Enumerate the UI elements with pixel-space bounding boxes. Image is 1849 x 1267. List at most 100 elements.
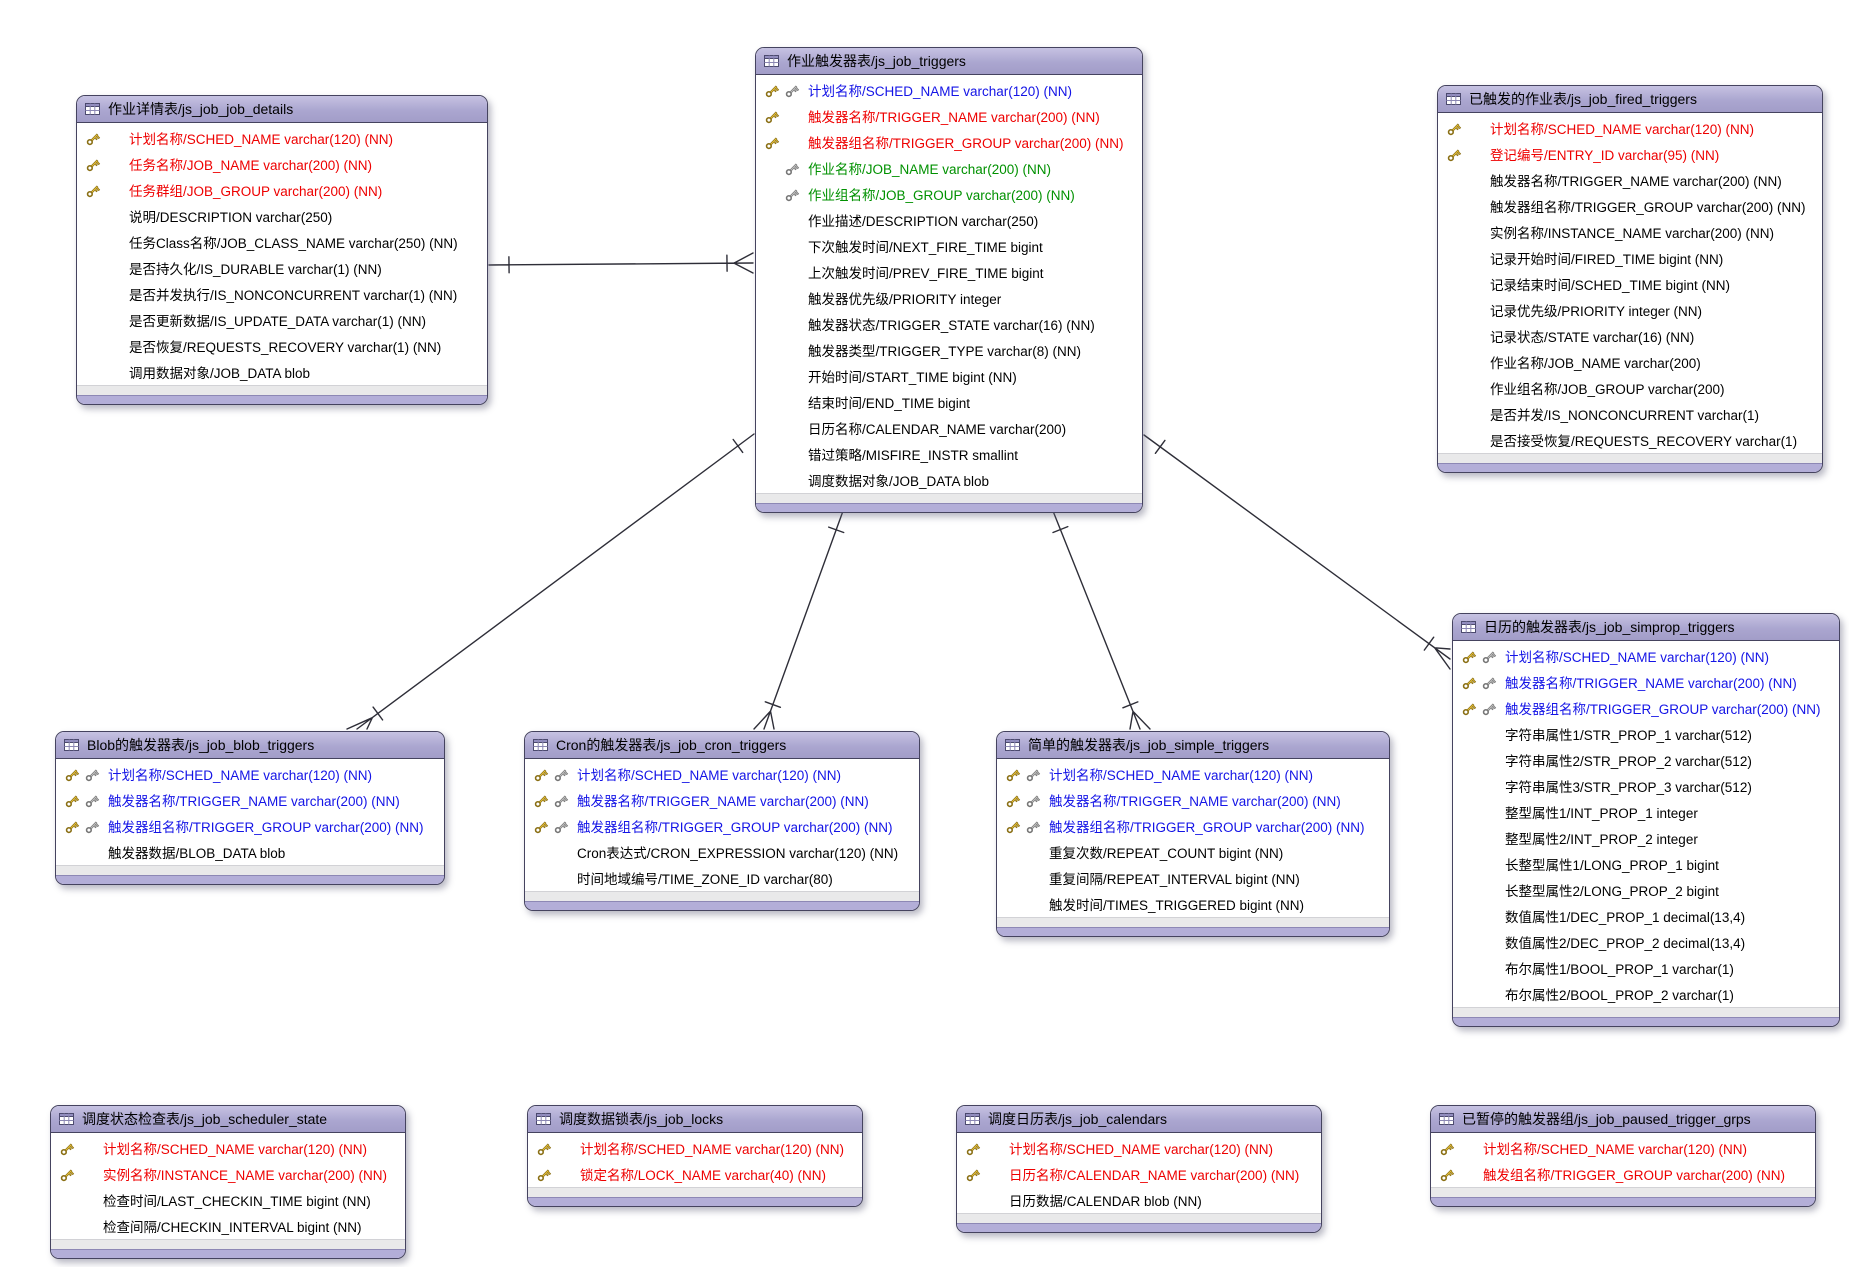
field-row[interactable]: 重复间隔/REPEAT_INTERVAL bigint (NN) xyxy=(997,865,1389,891)
field-row[interactable]: 计划名称/SCHED_NAME varchar(120) (NN) xyxy=(997,761,1389,787)
field-row[interactable]: 触发时间/TIMES_TRIGGERED bigint (NN) xyxy=(997,891,1389,917)
field-row[interactable]: 是否并发/IS_NONCONCURRENT varchar(1) xyxy=(1438,401,1822,427)
table-header[interactable]: 调度日历表/js_job_calendars xyxy=(957,1106,1321,1133)
table-header[interactable]: 调度数据锁表/js_job_locks xyxy=(528,1106,862,1133)
field-row[interactable]: 记录状态/STATE varchar(16) (NN) xyxy=(1438,323,1822,349)
field-row[interactable]: 日历数据/CALENDAR blob (NN) xyxy=(957,1187,1321,1213)
field-row[interactable]: 触发器数据/BLOB_DATA blob xyxy=(56,839,444,865)
field-row[interactable]: 作业组名称/JOB_GROUP varchar(200) (NN) xyxy=(756,181,1142,207)
field-row[interactable]: 计划名称/SCHED_NAME varchar(120) (NN) xyxy=(528,1135,862,1161)
table-header[interactable]: Blob的触发器表/js_job_blob_triggers xyxy=(56,732,444,759)
field-row[interactable]: 布尔属性1/BOOL_PROP_1 varchar(1) xyxy=(1453,955,1839,981)
field-row[interactable]: 触发器组名称/TRIGGER_GROUP varchar(200) (NN) xyxy=(1438,193,1822,219)
field-row[interactable]: 计划名称/SCHED_NAME varchar(120) (NN) xyxy=(1438,115,1822,141)
field-row[interactable]: 记录开始时间/FIRED_TIME bigint (NN) xyxy=(1438,245,1822,271)
field-row[interactable]: 上次触发时间/PREV_FIRE_TIME bigint xyxy=(756,259,1142,285)
field-row[interactable]: 计划名称/SCHED_NAME varchar(120) (NN) xyxy=(525,761,919,787)
field-row[interactable]: 触发器状态/TRIGGER_STATE varchar(16) (NN) xyxy=(756,311,1142,337)
field-row[interactable]: 计划名称/SCHED_NAME varchar(120) (NN) xyxy=(1431,1135,1815,1161)
field-row[interactable]: 整型属性2/INT_PROP_2 integer xyxy=(1453,825,1839,851)
field-row[interactable]: 计划名称/SCHED_NAME varchar(120) (NN) xyxy=(56,761,444,787)
table-header[interactable]: 作业详情表/js_job_job_details xyxy=(77,96,487,123)
field-row[interactable]: 记录结束时间/SCHED_TIME bigint (NN) xyxy=(1438,271,1822,297)
field-row[interactable]: 检查时间/LAST_CHECKIN_TIME bigint (NN) xyxy=(51,1187,405,1213)
table-header[interactable]: 作业触发器表/js_job_triggers xyxy=(756,48,1142,75)
field-row[interactable]: 任务名称/JOB_NAME varchar(200) (NN) xyxy=(77,151,487,177)
field-row[interactable]: 计划名称/SCHED_NAME varchar(120) (NN) xyxy=(957,1135,1321,1161)
field-row[interactable]: 调度数据对象/JOB_DATA blob xyxy=(756,467,1142,493)
field-row[interactable]: 触发器名称/TRIGGER_NAME varchar(200) (NN) xyxy=(1453,669,1839,695)
field-row[interactable]: 实例名称/INSTANCE_NAME varchar(200) (NN) xyxy=(1438,219,1822,245)
relationship-job_details-to-triggers[interactable] xyxy=(488,252,754,274)
field-row[interactable]: 是否持久化/IS_DURABLE varchar(1) (NN) xyxy=(77,255,487,281)
field-row[interactable]: 触发组名称/TRIGGER_GROUP varchar(200) (NN) xyxy=(1431,1161,1815,1187)
field-row[interactable]: 结束时间/END_TIME bigint xyxy=(756,389,1142,415)
field-row[interactable]: 作业名称/JOB_NAME varchar(200) xyxy=(1438,349,1822,375)
field-row[interactable]: 触发器名称/TRIGGER_NAME varchar(200) (NN) xyxy=(756,103,1142,129)
field-row[interactable]: 字符串属性1/STR_PROP_1 varchar(512) xyxy=(1453,721,1839,747)
field-row[interactable]: 触发器名称/TRIGGER_NAME varchar(200) (NN) xyxy=(1438,167,1822,193)
field-row[interactable]: 触发器名称/TRIGGER_NAME varchar(200) (NN) xyxy=(56,787,444,813)
field-row[interactable]: 是否并发执行/IS_NONCONCURRENT varchar(1) (NN) xyxy=(77,281,487,307)
relationship-triggers-to-cron-triggers[interactable] xyxy=(753,510,845,730)
field-row[interactable]: 触发器组名称/TRIGGER_GROUP varchar(200) (NN) xyxy=(56,813,444,839)
field-row[interactable]: 任务Class名称/JOB_CLASS_NAME varchar(250) (N… xyxy=(77,229,487,255)
table-header[interactable]: 已触发的作业表/js_job_fired_triggers xyxy=(1438,86,1822,113)
field-row[interactable]: 日历名称/CALENDAR_NAME varchar(200) (NN) xyxy=(957,1161,1321,1187)
field-row[interactable]: 布尔属性2/BOOL_PROP_2 varchar(1) xyxy=(1453,981,1839,1007)
field-row[interactable]: 触发器组名称/TRIGGER_GROUP varchar(200) (NN) xyxy=(1453,695,1839,721)
field-row[interactable]: 整型属性1/INT_PROP_1 integer xyxy=(1453,799,1839,825)
field-row[interactable]: 计划名称/SCHED_NAME varchar(120) (NN) xyxy=(1453,643,1839,669)
field-row[interactable]: 错过策略/MISFIRE_INSTR smallint xyxy=(756,441,1142,467)
field-row[interactable]: 开始时间/START_TIME bigint (NN) xyxy=(756,363,1142,389)
field-row[interactable]: 下次触发时间/NEXT_FIRE_TIME bigint xyxy=(756,233,1142,259)
field-row[interactable]: 锁定名称/LOCK_NAME varchar(40) (NN) xyxy=(528,1161,862,1187)
field-row[interactable]: 时间地域编号/TIME_ZONE_ID varchar(80) xyxy=(525,865,919,891)
field-row[interactable]: 说明/DESCRIPTION varchar(250) xyxy=(77,203,487,229)
table-header[interactable]: 简单的触发器表/js_job_simple_triggers xyxy=(997,732,1389,759)
field-row[interactable]: 长整型属性1/LONG_PROP_1 bigint xyxy=(1453,851,1839,877)
field-row[interactable]: 字符串属性2/STR_PROP_2 varchar(512) xyxy=(1453,747,1839,773)
field-row[interactable]: 是否恢复/REQUESTS_RECOVERY varchar(1) (NN) xyxy=(77,333,487,359)
field-row[interactable]: 日历名称/CALENDAR_NAME varchar(200) xyxy=(756,415,1142,441)
field-row[interactable]: 调用数据对象/JOB_DATA blob xyxy=(77,359,487,385)
field-row[interactable]: 重复次数/REPEAT_COUNT bigint (NN) xyxy=(997,839,1389,865)
field-row[interactable]: 长整型属性2/LONG_PROP_2 bigint xyxy=(1453,877,1839,903)
field-row[interactable]: 是否接受恢复/REQUESTS_RECOVERY varchar(1) xyxy=(1438,427,1822,453)
field-row[interactable]: 数值属性2/DEC_PROP_2 decimal(13,4) xyxy=(1453,929,1839,955)
relationship-triggers-to-simprop-triggers[interactable] xyxy=(1143,434,1451,670)
field-row[interactable]: 触发器名称/TRIGGER_NAME varchar(200) (NN) xyxy=(997,787,1389,813)
field-row[interactable]: 任务群组/JOB_GROUP varchar(200) (NN) xyxy=(77,177,487,203)
table-header[interactable]: 日历的触发器表/js_job_simprop_triggers xyxy=(1453,614,1839,641)
field-row[interactable]: 触发器组名称/TRIGGER_GROUP varchar(200) (NN) xyxy=(997,813,1389,839)
field-row[interactable]: 触发器类型/TRIGGER_TYPE varchar(8) (NN) xyxy=(756,337,1142,363)
field-row[interactable]: Cron表达式/CRON_EXPRESSION varchar(120) (NN… xyxy=(525,839,919,865)
field-row[interactable]: 检查间隔/CHECKIN_INTERVAL bigint (NN) xyxy=(51,1213,405,1239)
field-row[interactable]: 触发器名称/TRIGGER_NAME varchar(200) (NN) xyxy=(525,787,919,813)
table-header[interactable]: 调度状态检查表/js_job_scheduler_state xyxy=(51,1106,405,1133)
field-row[interactable]: 登记编号/ENTRY_ID varchar(95) (NN) xyxy=(1438,141,1822,167)
field-row[interactable]: 作业组名称/JOB_GROUP varchar(200) xyxy=(1438,375,1822,401)
relationship-triggers-to-blob-triggers[interactable] xyxy=(346,433,755,730)
field-row[interactable]: 数值属性1/DEC_PROP_1 decimal(13,4) xyxy=(1453,903,1839,929)
field-row[interactable]: 计划名称/SCHED_NAME varchar(120) (NN) xyxy=(756,77,1142,103)
field-row[interactable]: 触发器优先级/PRIORITY integer xyxy=(756,285,1142,311)
field-row[interactable]: 字符串属性3/STR_PROP_3 varchar(512) xyxy=(1453,773,1839,799)
field-row[interactable]: 计划名称/SCHED_NAME varchar(120) (NN) xyxy=(77,125,487,151)
table-header[interactable]: Cron的触发器表/js_job_cron_triggers xyxy=(525,732,919,759)
field-row[interactable]: 触发器组名称/TRIGGER_GROUP varchar(200) (NN) xyxy=(756,129,1142,155)
field-row[interactable]: 作业描述/DESCRIPTION varchar(250) xyxy=(756,207,1142,233)
field-row[interactable]: 触发器组名称/TRIGGER_GROUP varchar(200) (NN) xyxy=(525,813,919,839)
field-row[interactable]: 计划名称/SCHED_NAME varchar(120) (NN) xyxy=(51,1135,405,1161)
field-row[interactable]: 实例名称/INSTANCE_NAME varchar(200) (NN) xyxy=(51,1161,405,1187)
